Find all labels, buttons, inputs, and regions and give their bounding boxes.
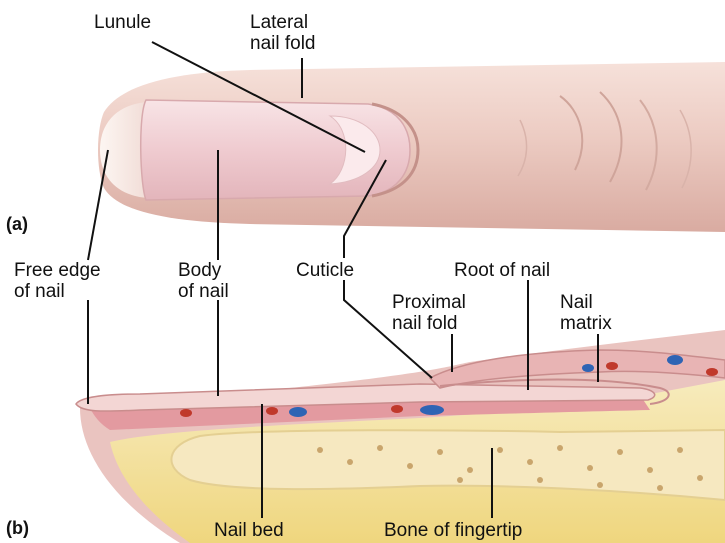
label-matrix-line2: matrix — [560, 313, 612, 334]
label-body-line2: of nail — [178, 281, 229, 302]
panel-label-b: (b) — [6, 518, 29, 539]
finger-external — [98, 62, 725, 232]
label-bone-of-fingertip: Bone of fingertip — [384, 520, 522, 541]
label-cuticle: Cuticle — [296, 260, 354, 281]
label-proximal-line1: Proximal — [392, 292, 466, 313]
panel-label-a: (a) — [6, 214, 28, 235]
label-body-of-nail: Body of nail — [178, 260, 229, 302]
label-lateral-nail-fold-line1: Lateral — [250, 12, 316, 33]
label-body-line1: Body — [178, 260, 229, 281]
label-lunule: Lunule — [94, 12, 151, 33]
label-lateral-nail-fold: Lateral nail fold — [250, 12, 316, 54]
label-free-edge: Free edge of nail — [14, 260, 101, 302]
label-free-edge-line1: Free edge — [14, 260, 101, 281]
label-lateral-nail-fold-line2: nail fold — [250, 33, 316, 54]
label-nail-bed: Nail bed — [214, 520, 284, 541]
label-matrix-line1: Nail — [560, 292, 612, 313]
label-proximal-line2: nail fold — [392, 313, 466, 334]
finger-section — [76, 330, 725, 543]
label-root-of-nail: Root of nail — [454, 260, 550, 281]
label-free-edge-line2: of nail — [14, 281, 101, 302]
label-nail-matrix: Nail matrix — [560, 292, 612, 334]
label-proximal-nail-fold: Proximal nail fold — [392, 292, 466, 334]
